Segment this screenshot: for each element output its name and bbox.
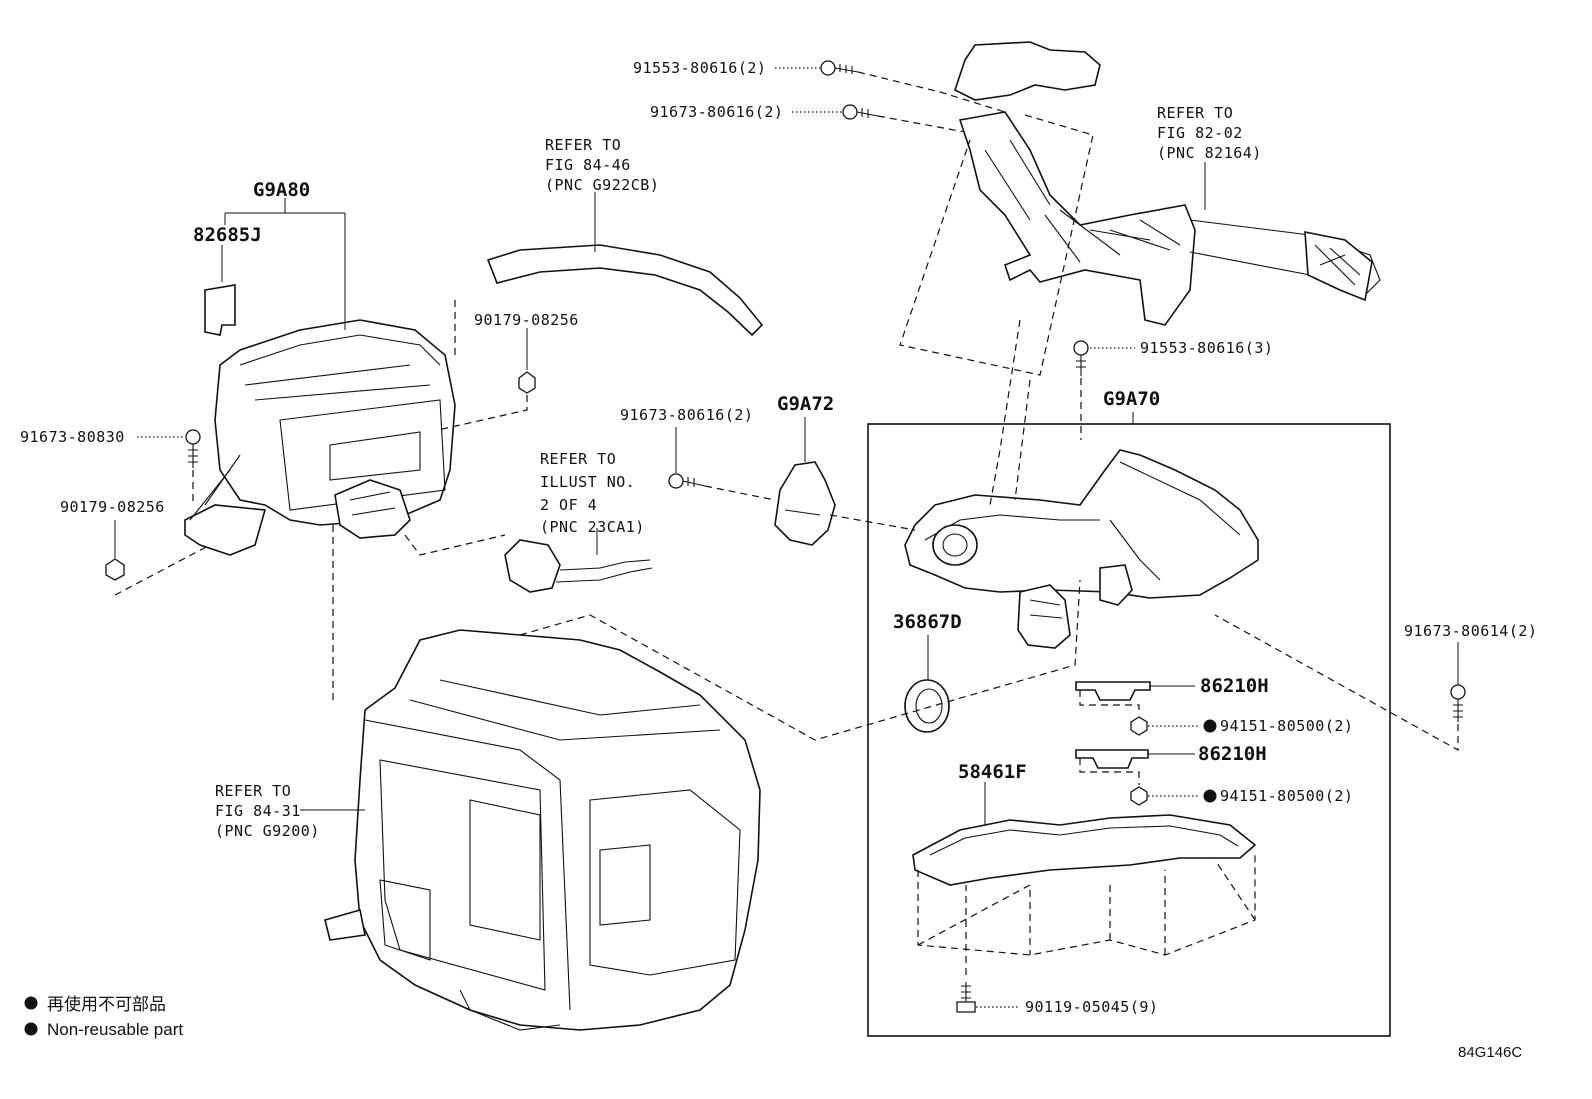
clip-86210h-b-drawing: [1075, 749, 1149, 769]
label-94151-80500-a: 94151-80500(2): [1220, 717, 1353, 735]
label-90179-08256-b: 90179-08256: [60, 498, 165, 516]
bolt-91673-80616-top: [842, 104, 879, 120]
non-reusable-dot-b: [1203, 789, 1217, 803]
label-86210h-b: 86210H: [1198, 743, 1267, 765]
non-reusable-dot-a: [1203, 719, 1217, 733]
legend-text-jp: 再使用不可部品: [47, 994, 166, 1014]
seal-ring-36867d-drawing: [904, 679, 950, 733]
refer-84-46-line3: (PNC G922CB): [545, 176, 659, 194]
label-91673-80614: 91673-80614(2): [1404, 622, 1537, 640]
gasket-58461f-drawing: [912, 814, 1257, 956]
bolt-91553-80616-top: [820, 60, 859, 76]
nut-94151-80500-a: [1130, 716, 1148, 736]
refer-84-46-line2: FIG 84-46: [545, 156, 631, 174]
connector-23ca1-drawing: [504, 539, 653, 593]
nut-90179-08256-a: [518, 371, 536, 394]
refer-82-02-line3: (PNC 82164): [1157, 144, 1262, 162]
refer-84-31-line3: (PNC G9200): [215, 822, 320, 840]
diagram-id: 84G146C: [1458, 1044, 1522, 1061]
label-91553-80616-right: 91553-80616(3): [1140, 339, 1273, 357]
label-91673-80616-mid: 91673-80616(2): [620, 406, 753, 424]
refer-84-46-line1: REFER TO: [545, 136, 621, 154]
g9a70-group-box: [867, 423, 1391, 1037]
label-91673-80830: 91673-80830: [20, 428, 125, 446]
bolt-90119-05045: [956, 982, 976, 1013]
legend-dot-en: [24, 1022, 38, 1036]
label-86210h-a: 86210H: [1200, 675, 1269, 697]
label-94151-80500-b: 94151-80500(2): [1220, 787, 1353, 805]
bolt-91553-80616-right: [1073, 340, 1089, 376]
inverter-housing-drawing: [324, 629, 761, 1031]
bolt-91673-80614: [1450, 684, 1466, 722]
bolt-91673-80830: [185, 429, 201, 468]
refer-23ca1-line3: 2 OF 4: [540, 496, 597, 514]
label-g9a72: G9A72: [777, 393, 834, 415]
clip-86210h-a-drawing: [1075, 681, 1151, 701]
label-91673-80616-top: 91673-80616(2): [650, 103, 783, 121]
harness-bracket-drawing: [954, 41, 1381, 326]
label-36867d: 36867D: [893, 611, 962, 633]
nut-90179-08256-b: [105, 558, 125, 581]
converter-g9a80-drawing: [184, 284, 456, 556]
legend-text-en: Non-reusable part: [47, 1020, 183, 1039]
bolt-91673-80616-mid: [668, 473, 706, 489]
label-90119-05045: 90119-05045(9): [1025, 998, 1158, 1016]
sensor-g9a72-drawing: [774, 461, 836, 546]
label-g9a70: G9A70: [1103, 388, 1160, 410]
inverter-cover-drawing: [904, 449, 1259, 649]
legend-dot-jp: [24, 996, 38, 1010]
refer-84-31-line2: FIG 84-31: [215, 802, 301, 820]
refer-82-02-line2: FIG 82-02: [1157, 124, 1243, 142]
refer-23ca1-line1: REFER TO: [540, 450, 616, 468]
label-91553-80616-top: 91553-80616(2): [633, 59, 766, 77]
label-g9a80: G9A80: [253, 179, 310, 201]
refer-82-02-line1: REFER TO: [1157, 104, 1233, 122]
refer-23ca1-line2: ILLUST NO.: [540, 473, 635, 491]
refer-23ca1-line4: (PNC 23CA1): [540, 518, 645, 536]
label-58461f: 58461F: [958, 761, 1027, 783]
refer-84-31-line1: REFER TO: [215, 782, 291, 800]
leader-lines: [114, 67, 1459, 1008]
nut-94151-80500-b: [1130, 786, 1148, 806]
hose-drawing: [486, 244, 764, 337]
label-82685j: 82685J: [193, 224, 262, 246]
assembly-dashed-lines: [114, 71, 1459, 975]
label-90179-08256-a: 90179-08256: [474, 311, 579, 329]
